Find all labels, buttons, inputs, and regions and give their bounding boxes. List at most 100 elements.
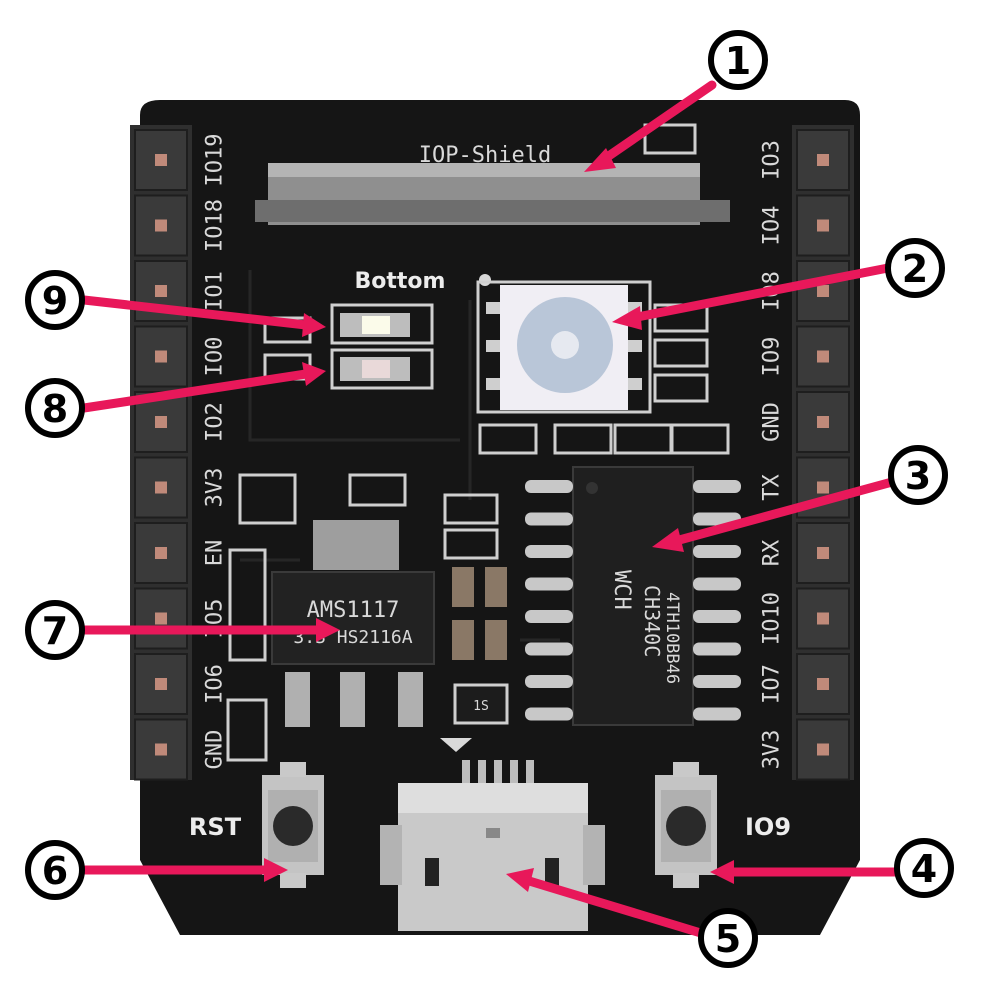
regulator-body <box>271 571 435 665</box>
chip-leg <box>693 675 741 688</box>
led-top-lens <box>362 316 390 334</box>
small-smd-components <box>226 473 499 762</box>
callout-5: 5 <box>698 908 758 968</box>
arrowhead-1 <box>584 148 616 172</box>
callout-arrows <box>79 80 901 939</box>
callout-number: 1 <box>725 39 751 83</box>
usb-connector-shade <box>398 783 588 813</box>
callout-circle <box>708 30 768 90</box>
arrow-1 <box>595 80 717 167</box>
metal-shield-highlight <box>268 163 700 177</box>
callout-circle <box>698 908 758 968</box>
arrow-5 <box>521 875 709 939</box>
right-pin-label: IO4 <box>760 206 785 246</box>
callout-7: 7 <box>25 600 85 660</box>
usb-pins <box>462 760 534 784</box>
right-header-pin-tip <box>817 678 829 690</box>
left-pin-label: IO18 <box>203 199 228 252</box>
left-header-pin-tip <box>155 743 167 756</box>
arrowhead-3 <box>652 528 684 552</box>
right-pin-label: GND <box>760 402 785 442</box>
chip-leg <box>525 675 573 688</box>
left-header-pin <box>134 129 188 191</box>
rst-button-cap[interactable] <box>273 806 313 846</box>
callout-circle <box>25 600 85 660</box>
left-pin-label: GND <box>203 730 228 770</box>
callout-circle <box>885 238 945 298</box>
chip-label-2: 4TH10BB46 <box>662 592 682 684</box>
left-header-pin-tip <box>155 154 167 166</box>
callout-6: 6 <box>25 840 85 900</box>
usb-side-left <box>380 825 402 885</box>
left-header-pin-tip <box>155 416 167 428</box>
left-pin-label: IO0 <box>203 337 228 377</box>
callout-number: 9 <box>42 279 68 323</box>
chip-leg <box>525 512 573 526</box>
chip-leg <box>525 577 573 591</box>
chip-leg <box>693 545 741 558</box>
chip-brand: WCH <box>609 570 634 610</box>
arrowhead-2 <box>612 306 642 330</box>
callout-circle <box>894 838 954 898</box>
bottom-label: Bottom <box>355 269 446 294</box>
right-pin-label: TX <box>760 474 785 501</box>
callout-circle <box>25 378 85 438</box>
left-pin-label: EN <box>203 540 228 567</box>
usb-side-right <box>583 825 605 885</box>
chip-pin1-dot <box>586 482 598 494</box>
chip-leg <box>693 707 741 721</box>
usb-uart-chip <box>572 466 694 726</box>
left-header-pin-tip <box>155 481 167 494</box>
arrow-9 <box>79 295 311 330</box>
right-header-pin-tip <box>817 219 829 232</box>
chip-leg <box>525 545 573 558</box>
callout-circle <box>888 445 948 505</box>
arrowhead-7 <box>316 618 340 642</box>
left-header-pin-tip <box>155 350 167 363</box>
metal-shield-top <box>255 200 730 222</box>
arrowhead-5 <box>506 868 534 892</box>
callout-number: 7 <box>42 609 68 653</box>
left-pin-label: IO19 <box>203 134 228 187</box>
right-header-pin-tip <box>817 743 829 756</box>
right-header-pin-tip <box>817 350 829 363</box>
chip-leg <box>693 577 741 591</box>
arrowhead-4 <box>710 860 734 884</box>
regulator-tab <box>313 520 399 570</box>
right-pin-label: IO9 <box>760 337 785 377</box>
left-pin-label: IO1 <box>203 271 228 311</box>
right-header-pin-tip <box>817 154 829 166</box>
callout-number: 2 <box>902 247 928 291</box>
right-pin-label: IO7 <box>760 664 785 704</box>
arrowhead-9 <box>302 313 326 337</box>
right-header-pins <box>796 129 850 781</box>
left-pin-label: IO6 <box>203 664 228 704</box>
pcb-traces <box>240 270 560 642</box>
callout-circle <box>25 840 85 900</box>
left-header-pin-tip <box>155 219 167 232</box>
callout-number: 6 <box>42 849 68 893</box>
io9-button-pad-top <box>673 762 699 777</box>
orientation-dot <box>479 274 491 286</box>
right-header-pin-tip <box>817 547 829 559</box>
callout-8: 8 <box>25 378 85 438</box>
regulator-legs <box>285 672 423 727</box>
io9-button-cap[interactable] <box>666 806 706 846</box>
left-header-pin-tip <box>155 612 167 625</box>
right-header-pin <box>796 325 850 388</box>
right-header-pin-tip <box>817 285 829 297</box>
rst-label: RST <box>189 813 242 841</box>
left-header-pin-tip <box>155 678 167 690</box>
right-header-pin-tip <box>817 481 829 494</box>
chip-leg <box>693 480 741 493</box>
usb-marker-triangle <box>440 738 472 752</box>
callout-1: 1 <box>708 30 768 90</box>
io9-label: IO9 <box>745 813 791 841</box>
smd-capacitors <box>452 567 507 660</box>
callout-number: 3 <box>905 454 931 498</box>
rgb-led-outline <box>476 280 652 414</box>
